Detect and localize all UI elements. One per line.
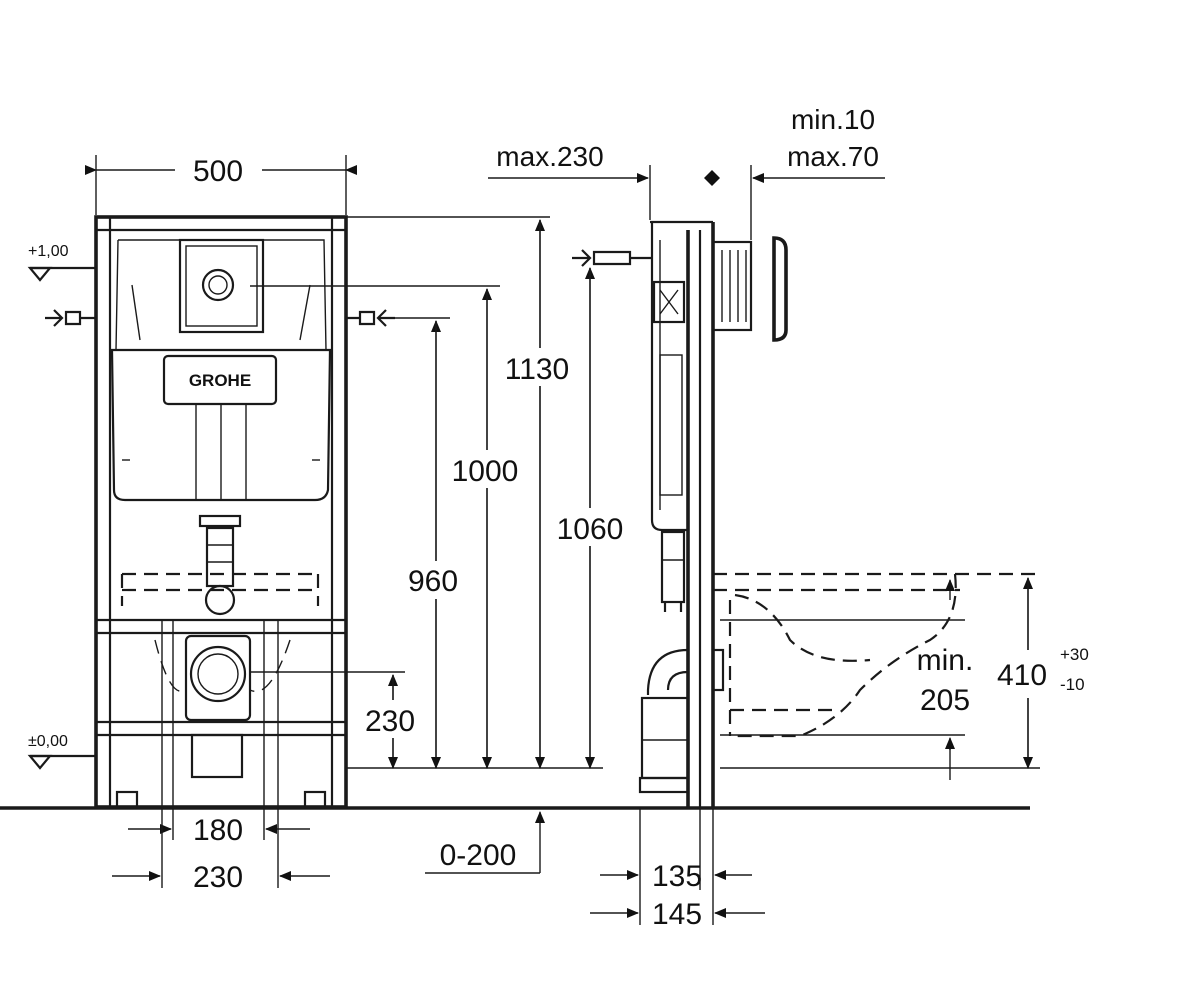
- level-marker-upper: +1,00: [27, 243, 96, 282]
- cistern-tank: GROHE: [110, 238, 332, 502]
- svg-text:135: 135: [652, 860, 702, 893]
- dimension-230-width: 230: [112, 620, 330, 894]
- svg-text:180: 180: [193, 814, 243, 847]
- svg-text:+30: +30: [1060, 645, 1089, 664]
- dimension-1000: 1000: [442, 288, 528, 769]
- dimension-max-230: max.230: [488, 141, 651, 220]
- svg-text:0-200: 0-200: [440, 839, 517, 872]
- dimension-410: 410 +30 -10: [720, 577, 1089, 769]
- svg-text:500: 500: [193, 155, 243, 188]
- dimension-135: 135: [600, 808, 752, 925]
- brand-logo: GROHE: [189, 371, 251, 390]
- dimension-min10-max70: min.10 max.70: [750, 104, 885, 240]
- dashed-outlet: [120, 572, 320, 606]
- svg-text:230: 230: [193, 861, 243, 894]
- front-view-frame: [94, 215, 348, 809]
- svg-text:1000: 1000: [452, 455, 519, 488]
- svg-text:+1,00: +1,00: [28, 243, 69, 260]
- dimension-500: 500: [85, 155, 357, 215]
- dimension-0-200: 0-200: [425, 811, 545, 874]
- dimension-960: 960: [398, 320, 468, 769]
- side-view-frame: [638, 220, 788, 808]
- svg-text:min.10: min.10: [791, 104, 875, 135]
- svg-text:1060: 1060: [557, 513, 624, 546]
- svg-text:max.70: max.70: [787, 141, 879, 172]
- svg-text:145: 145: [652, 898, 702, 931]
- svg-text:max.230: max.230: [496, 141, 603, 172]
- svg-text:±0,00: ±0,00: [28, 733, 68, 750]
- dimension-145: 145: [590, 898, 765, 931]
- level-marker-floor: ±0,00: [27, 733, 96, 770]
- dimension-1060: 1060: [548, 267, 634, 769]
- svg-text:960: 960: [408, 565, 458, 598]
- toilet-bowl-outline: [713, 572, 1040, 738]
- svg-text:230: 230: [365, 705, 415, 738]
- side-water-inlet: [572, 249, 652, 267]
- dimension-min-205: min. 205: [720, 579, 974, 780]
- reference-diamond: [704, 170, 720, 186]
- svg-text:-10: -10: [1060, 675, 1085, 694]
- svg-text:205: 205: [920, 684, 970, 717]
- svg-text:1130: 1130: [505, 353, 570, 386]
- dimension-1130: 1130: [496, 219, 578, 769]
- svg-text:410: 410: [997, 659, 1047, 692]
- flush-pipe: [198, 514, 242, 616]
- svg-text:min.: min.: [917, 644, 974, 677]
- dimension-180: 180: [128, 620, 310, 847]
- front-water-inlets: [45, 309, 395, 327]
- drain-connection: [154, 634, 291, 779]
- dimension-230-height: 230: [355, 674, 425, 769]
